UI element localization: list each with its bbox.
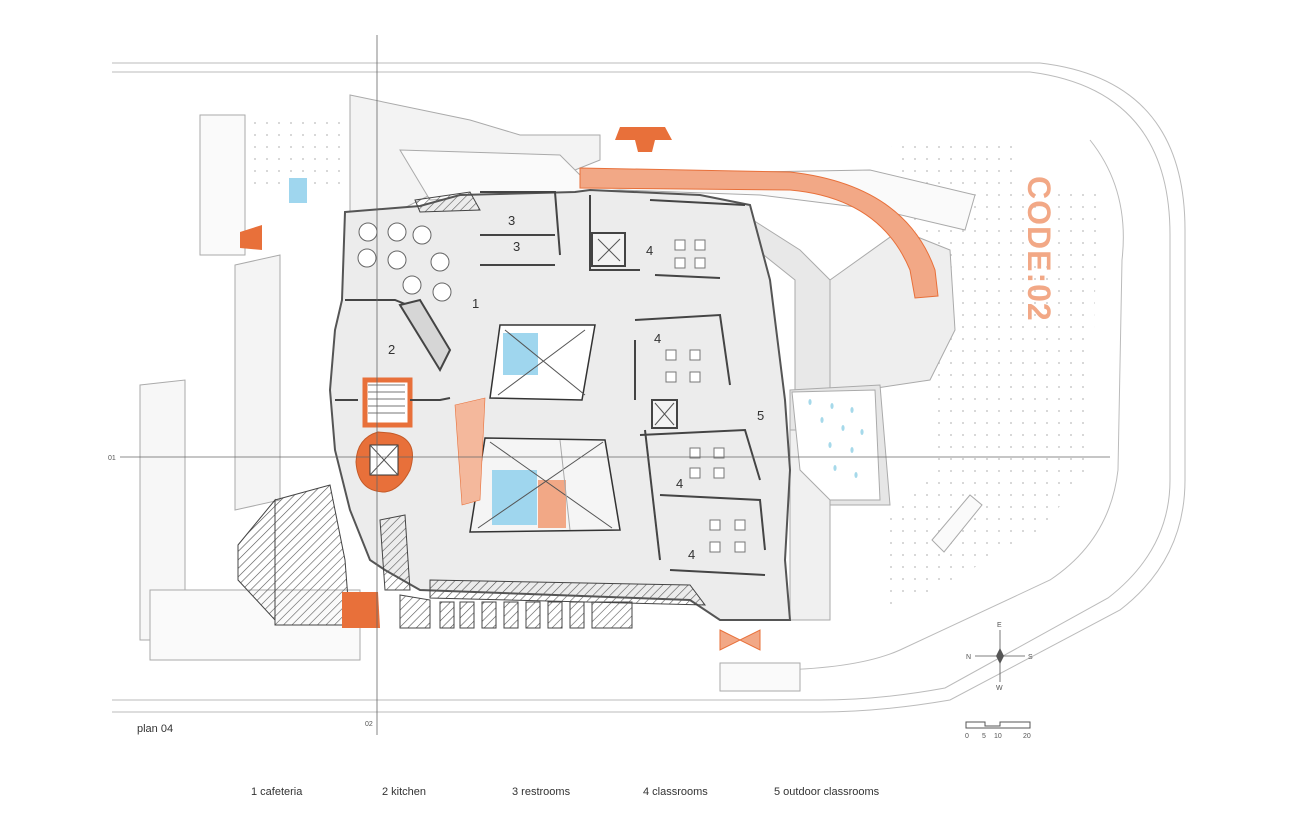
room-numbers: 1 2 3 3 4 4 4 4 5 [388,213,764,562]
hatched-walls [237,191,707,629]
room-number-classroom-d: 4 [688,547,695,562]
plan-title: plan 04 [137,723,174,735]
legend-item-classrooms: 4 classrooms [643,786,708,798]
axis-label-vertical: 02 [365,721,373,728]
compass-east: E [997,622,1002,629]
room-number-outdoor: 5 [757,408,764,423]
room-number-restroom-a: 3 [508,213,515,228]
compass-west: W [996,685,1003,692]
scale-tick-5: 5 [982,733,986,740]
room-number-classroom-b: 4 [654,331,661,346]
atrium-voids [469,324,621,533]
brand-lettering: CODE:02 [1021,176,1057,322]
pool-marks [808,399,864,478]
compass-north: N [966,654,971,661]
orange-elements [240,127,761,651]
legend-item-cafeteria: 1 cafeteria [251,786,303,798]
compass-south: S [1028,654,1033,661]
legend-item-kitchen: 2 kitchen [382,786,427,798]
site-curbs [112,62,1186,713]
legend-item-outdoor-classrooms: 5 outdoor classrooms [774,786,880,798]
legend-item-restrooms: 3 restrooms [512,786,571,798]
scale-tick-20: 20 [1023,733,1031,740]
scale-tick-10: 10 [994,733,1002,740]
scale-bar: 0 5 10 20 [965,721,1031,740]
cafeteria-tables [357,222,452,302]
classroom-desks [665,239,746,553]
axis-label-horizontal: 01 [108,455,116,462]
orange-ramp [579,167,939,299]
room-number-kitchen: 2 [388,342,395,357]
compass: E W N S [966,622,1033,692]
room-number-classroom-a: 4 [646,243,653,258]
section-axes [120,35,1110,735]
vent-cross [597,238,675,426]
scale-tick-0: 0 [965,733,969,740]
room-number-cafeteria: 1 [472,296,479,311]
room-number-classroom-c: 4 [676,476,683,491]
room-number-restroom-b: 3 [513,239,520,254]
plaza-dots-top [245,115,355,190]
